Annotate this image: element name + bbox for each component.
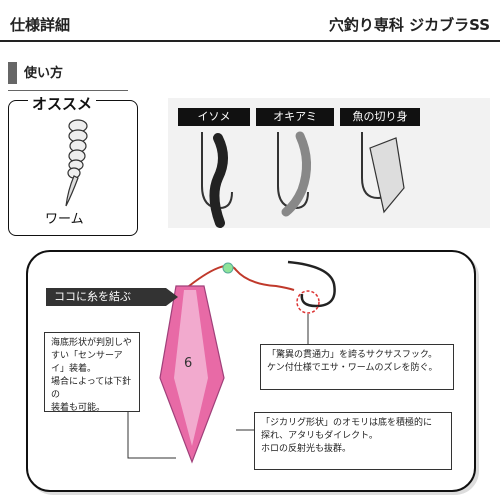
bait-tag-okiami: オキアミ (256, 108, 334, 126)
section-marker (8, 62, 17, 84)
recommended-caption: ワーム (45, 212, 84, 227)
bait-tag-fish-fillet: 魚の切り身 (340, 108, 420, 126)
hook-with-isome-illustration (201, 132, 233, 228)
product-title: 穴釣り専科 ジカブラSS (328, 16, 490, 34)
section-title: 仕様詳細 (10, 16, 71, 34)
attach-label: ココに糸を結ぶ (46, 288, 166, 306)
worm-lure-illustration (65, 119, 88, 207)
usage-heading: 使い方 (24, 66, 64, 81)
usage-underline (8, 90, 128, 91)
note-sinker-shape: 「ジカリグ形状」のオモリは底を積極的に 探れ、アタリもダイレクト。 ホロの反射光… (254, 412, 452, 470)
hook-with-okiami-illustration (277, 131, 311, 217)
hook-with-fish-fillet-illustration (361, 132, 405, 214)
bait-tag-isome: イソメ (178, 108, 250, 126)
attach-arrow-icon (166, 288, 178, 306)
note-sensor-eye: 海底形状が判別しや すい「センサーアイ」装着。 場合によっては下針の 装着も可能… (44, 332, 140, 413)
header-divider (0, 40, 500, 42)
note-hook: 「驚異の貫通力」を誇るサクサスフック。 ケン付仕様でエサ・ワームのズレを防ぐ。 (260, 344, 454, 390)
recommended-title: オススメ (28, 93, 97, 114)
sinker-rig-illustration (127, 260, 336, 464)
sinker-number: 6 (184, 356, 193, 371)
